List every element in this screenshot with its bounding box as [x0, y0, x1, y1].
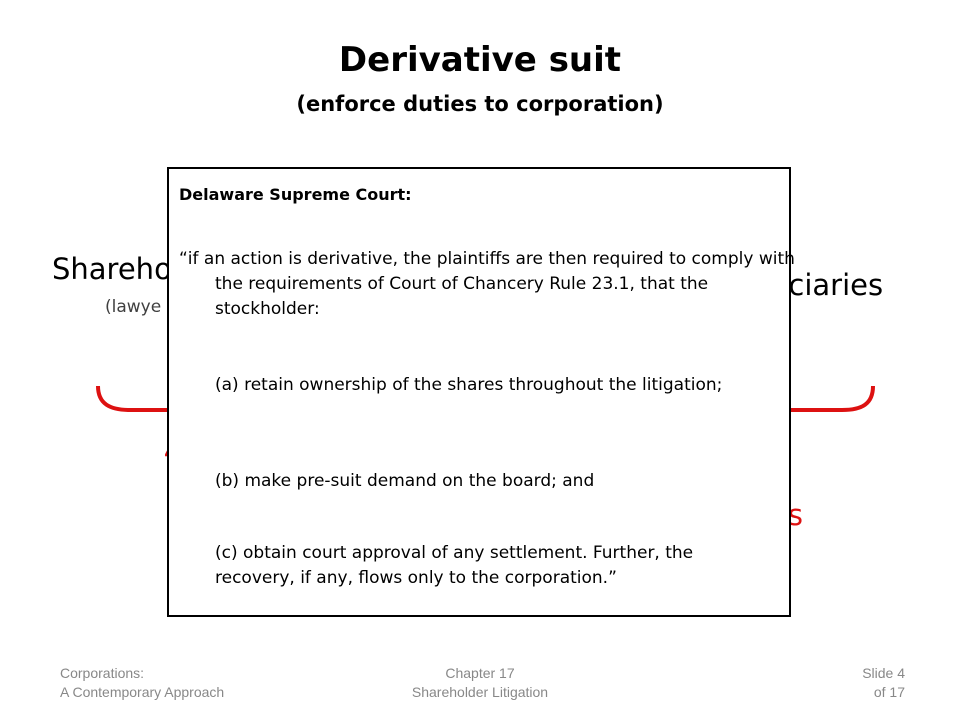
- footer-slide-line1: Slide 4: [862, 665, 905, 681]
- requirement-a: (a) retain ownership of the shares throu…: [215, 375, 723, 395]
- popup-heading: Delaware Supreme Court:: [179, 185, 412, 204]
- footer-chapter: Chapter 17 Shareholder Litigation: [380, 664, 580, 702]
- footer-slide-line2: of 17: [873, 684, 905, 700]
- footer-course-line2: A Contemporary Approach: [60, 684, 225, 700]
- footer-chapter-line1: Chapter 17: [445, 665, 515, 681]
- slide-title: Derivative suit: [338, 40, 622, 80]
- red-fragment: ‘: [163, 446, 171, 474]
- footer-slide-number: Slide 4 of 17: [780, 664, 905, 702]
- footer-chapter-line2: Shareholder Litigation: [411, 684, 549, 700]
- requirement-c: (c) obtain court approval of any settlem…: [215, 543, 694, 588]
- footer-course-line1: Corporations:: [60, 665, 145, 681]
- popup-quote: “if an action is derivative, the plainti…: [179, 249, 795, 319]
- slide-subtitle: (enforce duties to corporation): [296, 92, 664, 116]
- delaware-quote-popup: Delaware Supreme Court: “if an action is…: [167, 167, 795, 617]
- right-bracket-arrow: [791, 385, 875, 412]
- left-bracket-arrow: [96, 385, 168, 412]
- shareholder-label: Shareho: [52, 252, 172, 286]
- footer-course: Corporations: A Contemporary Approach: [60, 664, 224, 702]
- requirement-b: (b) make pre-suit demand on the board; a…: [215, 471, 595, 491]
- shareholder-sublabel: (lawye: [105, 297, 162, 317]
